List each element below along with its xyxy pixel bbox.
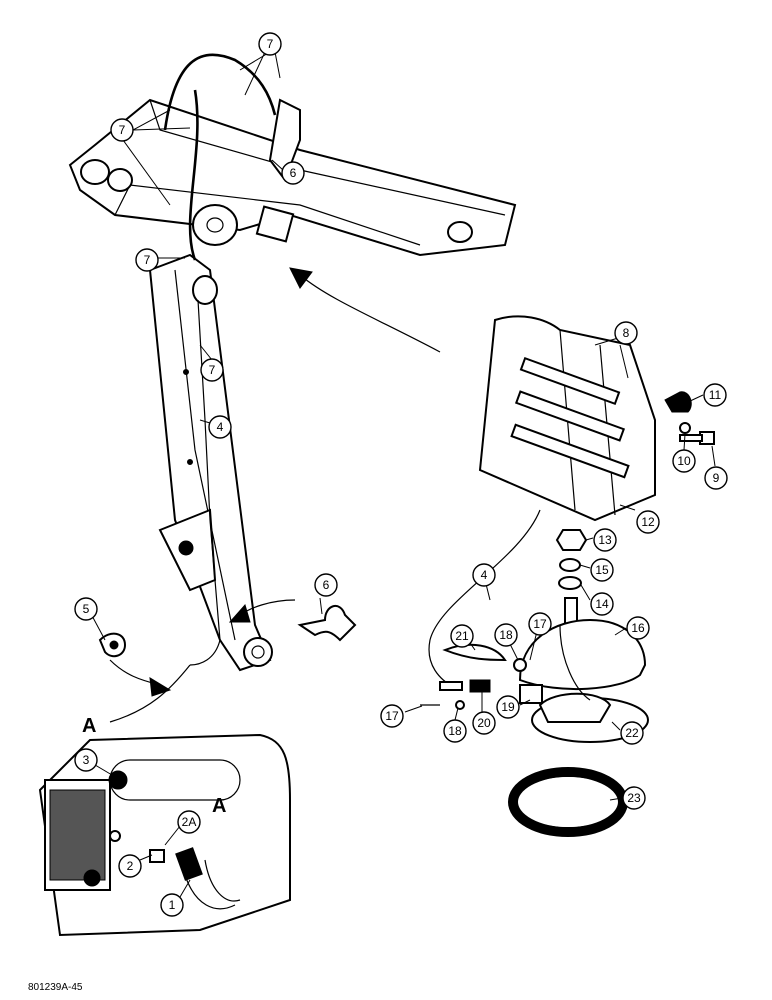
svg-text:6: 6 xyxy=(290,166,297,180)
seal-ring-23 xyxy=(508,767,628,837)
svg-text:8: 8 xyxy=(623,326,630,340)
svg-text:1: 1 xyxy=(169,898,176,912)
clamp-part-5 xyxy=(98,632,127,658)
reflector-21 xyxy=(442,643,507,662)
svg-text:18: 18 xyxy=(499,628,513,642)
svg-text:15: 15 xyxy=(595,563,609,577)
callout-6-boom: 6 xyxy=(281,161,305,185)
svg-text:10: 10 xyxy=(677,454,691,468)
callout-15: 15 xyxy=(590,558,614,582)
hose-over-boom xyxy=(163,53,277,131)
callout-6-clip: 6 xyxy=(314,573,338,597)
bracket-11 xyxy=(664,391,692,413)
socket-19 xyxy=(519,684,543,704)
svg-text:4: 4 xyxy=(217,420,224,434)
svg-text:6: 6 xyxy=(323,578,330,592)
svg-text:7: 7 xyxy=(119,123,126,137)
callout-4-right: 4 xyxy=(472,563,496,587)
connector-20 xyxy=(469,679,491,693)
dipper-illustration xyxy=(148,253,273,672)
cable-to-A xyxy=(109,664,191,723)
dashboard-illustration xyxy=(38,733,291,937)
svg-text:3: 3 xyxy=(83,753,90,767)
callout-1: 1 xyxy=(160,893,184,917)
screw-17 xyxy=(513,658,527,672)
svg-text:7: 7 xyxy=(209,363,216,377)
washer-10 xyxy=(679,422,691,434)
svg-text:12: 12 xyxy=(641,515,655,529)
leader-lines xyxy=(89,51,716,898)
svg-text:5: 5 xyxy=(83,602,90,616)
svg-text:7: 7 xyxy=(267,37,274,51)
svg-text:13: 13 xyxy=(598,533,612,547)
svg-text:2A: 2A xyxy=(182,815,197,829)
nut-13 xyxy=(555,529,588,551)
callout-5: 5 xyxy=(74,597,98,621)
hose-down-boom xyxy=(188,89,199,261)
callout-22: 22 xyxy=(620,721,644,745)
callout-7-mid: 7 xyxy=(135,248,159,272)
callout-14: 14 xyxy=(590,592,614,616)
svg-text:21: 21 xyxy=(455,629,469,643)
bolt-9 xyxy=(679,431,715,445)
lamp-assembly xyxy=(518,597,649,743)
clip-part-6 xyxy=(297,605,357,642)
callout-18-top: 18 xyxy=(494,623,518,647)
callout-11: 11 xyxy=(703,383,727,407)
svg-text:17: 17 xyxy=(533,617,547,631)
svg-text:23: 23 xyxy=(627,791,641,805)
callout-17-bottom: 17 xyxy=(380,704,404,728)
callout-2: 2 xyxy=(118,854,142,878)
svg-text:18: 18 xyxy=(448,724,462,738)
svg-text:9: 9 xyxy=(713,471,720,485)
section-marker-A-left: A xyxy=(82,715,96,737)
svg-text:4: 4 xyxy=(481,568,488,582)
svg-text:17: 17 xyxy=(385,709,399,723)
svg-text:14: 14 xyxy=(595,597,609,611)
callout-7-left: 7 xyxy=(110,118,134,142)
callout-7-top: 7 xyxy=(258,32,282,56)
callout-21: 21 xyxy=(450,624,474,648)
drawing-code: 801239A-45 xyxy=(28,982,83,993)
callout-2A: 2A xyxy=(177,810,201,834)
callout-7-dipper: 7 xyxy=(200,358,224,382)
washer-18b xyxy=(455,700,465,710)
callout-12: 12 xyxy=(636,510,660,534)
arrow-to-boom xyxy=(299,274,441,353)
svg-text:16: 16 xyxy=(631,621,645,635)
cable-4-right xyxy=(428,509,541,689)
svg-text:22: 22 xyxy=(625,726,639,740)
callout-20: 20 xyxy=(472,711,496,735)
callout-13: 13 xyxy=(593,528,617,552)
callout-10: 10 xyxy=(672,449,696,473)
callout-17-top: 17 xyxy=(528,612,552,636)
callout-3: 3 xyxy=(74,748,98,772)
callout-18-bottom: 18 xyxy=(443,719,467,743)
section-marker-A-right: A xyxy=(212,795,226,817)
light-housing-illustration xyxy=(478,315,656,522)
callout-8: 8 xyxy=(614,321,638,345)
callout-23: 23 xyxy=(622,786,646,810)
washer-14 xyxy=(558,576,582,590)
callout-19: 19 xyxy=(496,695,520,719)
callout-9: 9 xyxy=(704,466,728,490)
svg-text:2: 2 xyxy=(127,859,134,873)
plug-18 xyxy=(439,681,463,691)
svg-text:20: 20 xyxy=(477,716,491,730)
callout-4-dipper: 4 xyxy=(208,415,232,439)
svg-text:19: 19 xyxy=(501,700,515,714)
cable-4-on-dipper xyxy=(189,299,221,666)
callout-16: 16 xyxy=(626,616,650,640)
svg-text:7: 7 xyxy=(144,253,151,267)
svg-text:11: 11 xyxy=(709,388,722,402)
lockwasher-15 xyxy=(559,558,581,572)
